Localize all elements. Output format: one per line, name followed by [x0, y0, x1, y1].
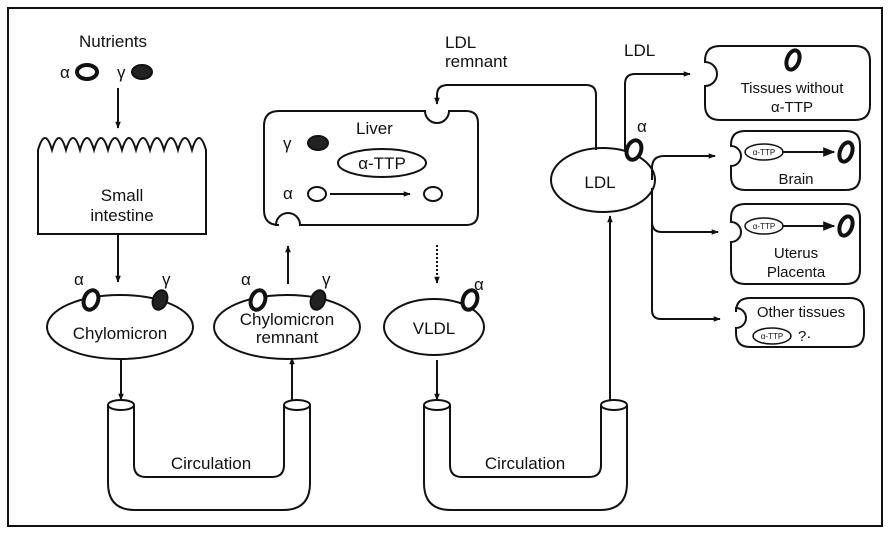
- chylomicron: Chylomicron α γ: [47, 270, 193, 359]
- small-intestine: Small intestine: [38, 138, 206, 234]
- liver-alpha-molecule-start: [308, 187, 326, 201]
- other-tissues: Other tissues α-TTP ?·: [736, 298, 864, 347]
- alpha-ttp-label: α-TTP: [358, 154, 406, 173]
- liver-alpha-symbol: α: [283, 184, 293, 203]
- chylomicron-remnant-label-line1: Chylomicron: [240, 310, 334, 329]
- chylomicron-gamma-symbol: γ: [162, 270, 171, 289]
- circulation-tube-1: Circulation: [108, 400, 310, 510]
- other-tissues-question: ?·: [798, 328, 811, 345]
- circulation-tube-2-left-opening: [424, 400, 450, 410]
- nutrients-gamma-symbol: γ: [117, 63, 126, 82]
- alpha-tocopherol-molecule: [77, 65, 97, 79]
- small-intestine-label-line1: Small: [101, 186, 144, 205]
- circulation-label-1: Circulation: [171, 454, 251, 473]
- circulation-label-2: Circulation: [485, 454, 565, 473]
- arrow-ldl-remnant-to-liver: [437, 85, 596, 150]
- liver-gamma-symbol: γ: [283, 134, 292, 153]
- liver: Liver γ α-TTP α: [264, 111, 478, 225]
- uterus-ttp-label: α-TTP: [753, 222, 775, 231]
- other-tissues-ttp-label: α-TTP: [761, 332, 783, 341]
- brain-label: Brain: [778, 171, 813, 188]
- uterus-placenta: α-TTP Uterus Placenta: [731, 204, 860, 284]
- ldl-top-label: LDL: [624, 41, 655, 60]
- tissues-without-ttp-label-line2: α-TTP: [771, 99, 813, 116]
- chylomicron-label: Chylomicron: [73, 324, 167, 343]
- vldl-alpha-symbol: α: [474, 275, 484, 294]
- vldl-label: VLDL: [413, 319, 456, 338]
- uterus-label: Uterus: [774, 245, 818, 262]
- ldl-alpha-symbol: α: [637, 117, 647, 136]
- arrow-ldl-to-brain: [652, 156, 715, 180]
- tissues-without-ttp-label-line1: Tissues without: [741, 80, 845, 97]
- circulation-tube-2-right-opening: [601, 400, 627, 410]
- nutrients-label: Nutrients: [79, 32, 147, 51]
- ldl-remnant-label-line2: remnant: [445, 52, 508, 71]
- arrow-ldl-branch: [652, 188, 720, 319]
- chylomicron-remnant-label-line2: remnant: [256, 328, 319, 347]
- gamma-tocopherol-molecule: [132, 65, 152, 79]
- brain: α-TTP Brain: [731, 131, 860, 190]
- nutrients-alpha-symbol: α: [60, 63, 70, 82]
- placenta-label: Placenta: [767, 264, 826, 281]
- circulation-tube-2: Circulation: [424, 400, 627, 510]
- other-tissues-label: Other tissues: [757, 304, 845, 321]
- vldl: VLDL α: [384, 275, 484, 355]
- small-intestine-label-line2: intestine: [90, 206, 153, 225]
- liver-label: Liver: [356, 119, 393, 138]
- ldl-particle-label: LDL: [584, 173, 615, 192]
- ldl-remnant-label-line1: LDL: [445, 33, 476, 52]
- chylomicron-alpha-symbol: α: [74, 270, 84, 289]
- nutrients-group: Nutrients α γ: [60, 32, 152, 82]
- circulation-tube-1-right-opening: [284, 400, 310, 410]
- brain-ttp-label: α-TTP: [753, 148, 775, 157]
- circulation-tube-1-left-opening: [108, 400, 134, 410]
- ldl: LDL α: [551, 117, 655, 212]
- tissues-without-ttp: Tissues without α-TTP: [705, 46, 870, 120]
- chylomicron-remnant-alpha-symbol: α: [241, 270, 251, 289]
- chylomicron-remnant-gamma-symbol: γ: [322, 270, 331, 289]
- liver-alpha-molecule-end: [424, 187, 442, 201]
- arrow-ldl-to-uterus: [652, 222, 718, 232]
- liver-gamma-molecule: [308, 136, 328, 150]
